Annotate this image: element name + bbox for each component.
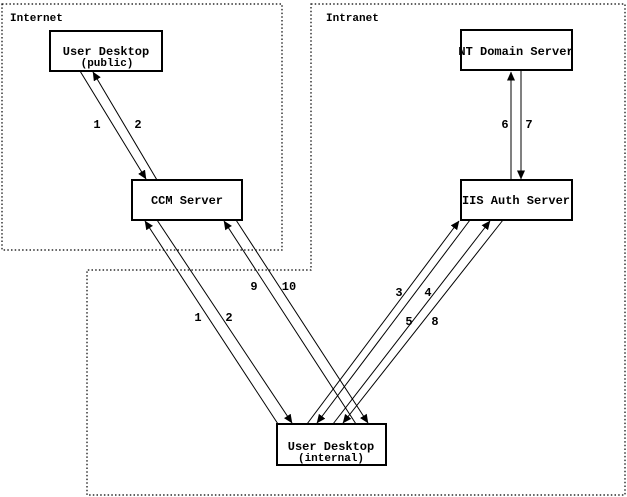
flow-label-7: 7: [525, 118, 532, 132]
flow-9-internal-to-ccm: [223, 220, 357, 425]
flow-4-iis-to-internal: [316, 219, 471, 424]
internet-zone-label: Internet: [10, 13, 63, 25]
flow-10-ccm-to-internal: [235, 219, 369, 424]
flow-1-internal-to-ccm: [144, 220, 279, 425]
intranet-zone-label: Intranet: [326, 13, 379, 25]
flow-label-2-internal: 2: [225, 311, 232, 325]
flow-2-ccm-to-internal: [156, 219, 293, 424]
nt-domain-server-title: NT Domain Server: [458, 45, 573, 59]
node-nt-domain-server: NT Domain Server: [458, 29, 574, 71]
nt-domain-server-box: [460, 29, 573, 71]
user-desktop-internal-subtitle: (internal): [298, 453, 364, 465]
user-desktop-internal-box: [276, 423, 387, 466]
intranet-zone-border: [86, 3, 626, 496]
node-iis-auth-server: IIS Auth Server: [460, 179, 573, 221]
user-desktop-internal-title: User Desktop: [288, 440, 374, 454]
node-ccm-server: CCM Server: [131, 179, 243, 221]
user-desktop-public-subtitle: (public): [81, 58, 134, 70]
iis-auth-server-box: [460, 179, 573, 221]
flow-label-1-internal: 1: [194, 311, 201, 325]
flow-8-iis-to-internal: [342, 219, 504, 424]
flow-2-ccm-to-public: [92, 71, 158, 181]
flow-label-5: 5: [405, 315, 412, 329]
internet-zone-border: [1, 3, 283, 251]
iis-auth-server-title: IIS Auth Server: [462, 194, 570, 208]
flow-label-2-public: 2: [134, 118, 141, 132]
node-user-desktop-internal: User Desktop (internal): [276, 423, 387, 466]
flow-1-public-to-ccm: [79, 70, 147, 180]
flow-5-internal-to-iis: [332, 220, 491, 425]
user-desktop-public-title: User Desktop: [63, 45, 149, 59]
flow-label-1-public: 1: [93, 118, 100, 132]
ccm-server-box: [131, 179, 243, 221]
flow-3-internal-to-iis: [306, 220, 460, 425]
user-desktop-public-box: [49, 30, 163, 72]
flow-label-8: 8: [431, 315, 438, 329]
flow-label-10: 10: [282, 280, 296, 294]
flow-label-6: 6: [501, 118, 508, 132]
flow-label-4: 4: [424, 286, 431, 300]
ccm-server-title: CCM Server: [151, 194, 223, 208]
flow-label-3: 3: [395, 286, 402, 300]
node-user-desktop-public: User Desktop (public): [49, 30, 163, 72]
flow-label-9: 9: [250, 280, 257, 294]
